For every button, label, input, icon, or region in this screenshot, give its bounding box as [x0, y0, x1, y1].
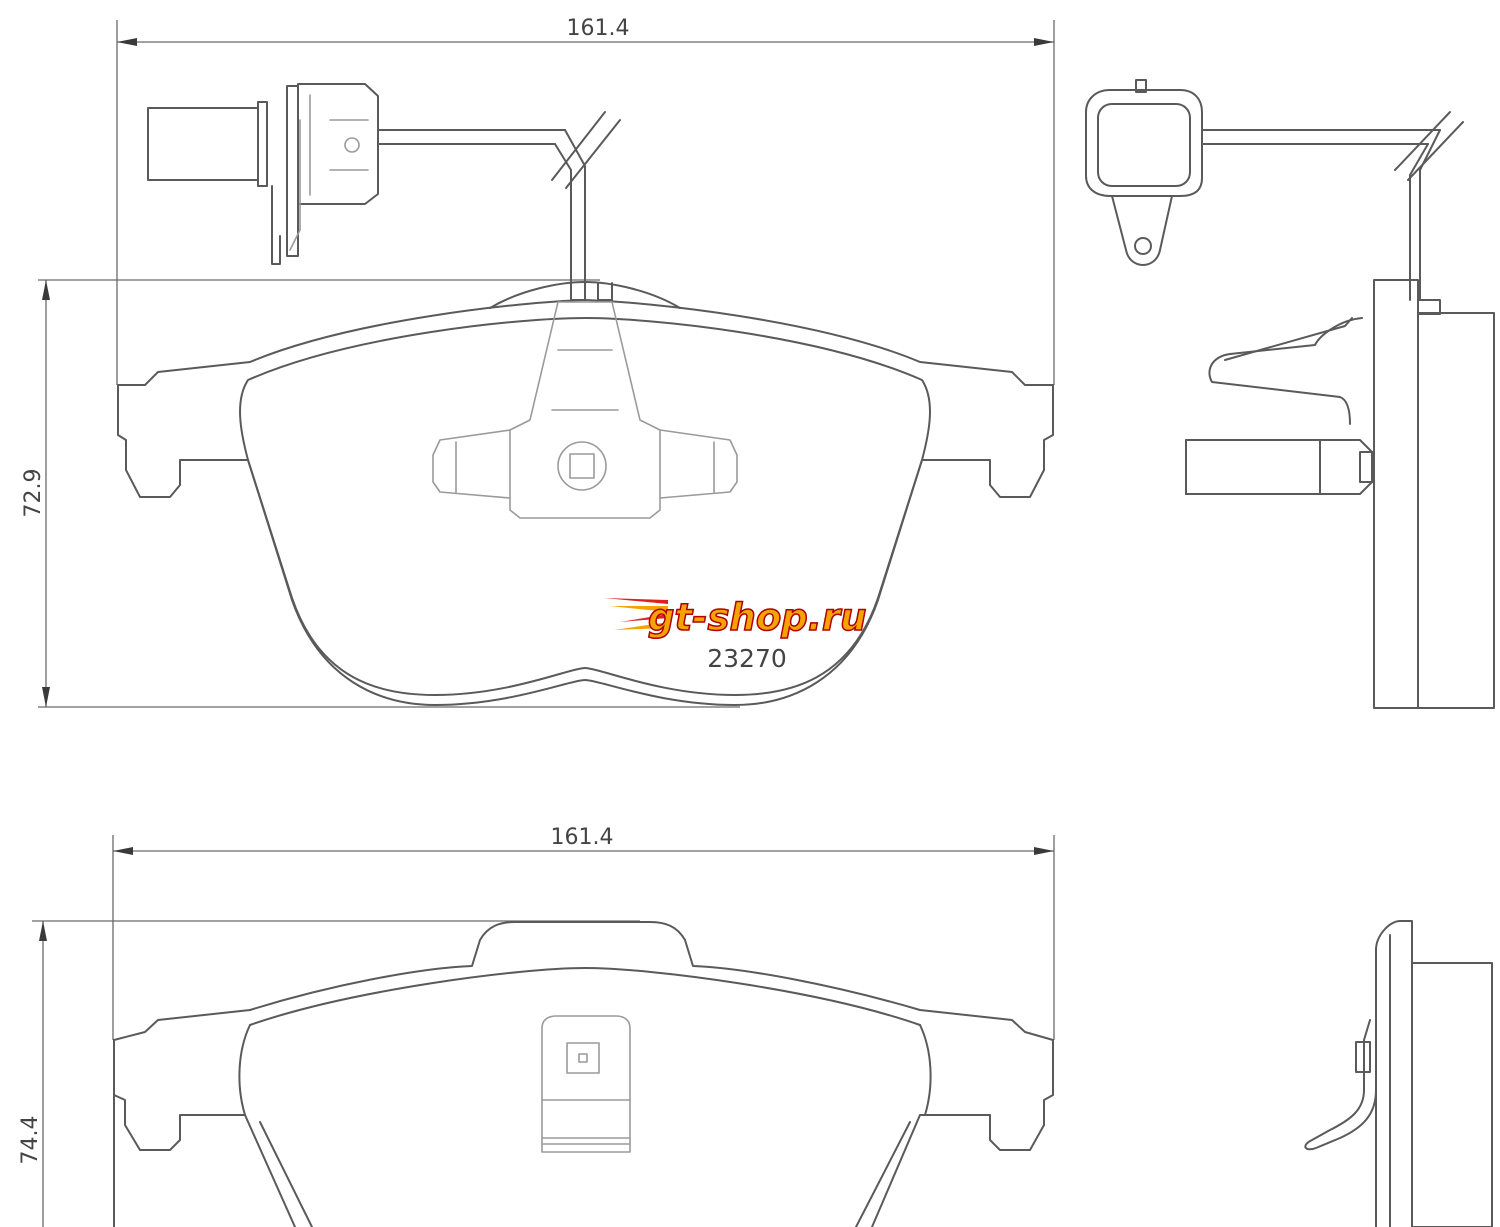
top-width-label: 161.4: [567, 16, 630, 41]
bottom-height-label: 74.4: [18, 1116, 43, 1165]
top-height-label: 72.9: [21, 469, 46, 518]
brake-pad-side-view-bottom: [1304, 920, 1493, 1227]
bottom-height-dimension: 74.4: [18, 920, 640, 1227]
wear-sensor-connector-front: [147, 83, 621, 301]
brake-pad-side-view-top: [1185, 279, 1495, 709]
brake-pad-front-view-bottom: [113, 921, 1054, 1227]
top-width-dimension: 161.4: [116, 16, 1055, 385]
gt-shop-logo-watermark: gt-shop.ru: [604, 595, 867, 640]
brake-pad-front-view-top: [117, 281, 1054, 706]
part-number: 23270: [707, 644, 787, 673]
top-height-dimension: 72.9: [21, 279, 740, 708]
bottom-width-label: 161.4: [551, 825, 614, 850]
bottom-width-dimension: 161.4: [112, 825, 1055, 1040]
wear-sensor-connector-side: [1085, 79, 1464, 301]
watermark-text: gt-shop.ru: [648, 596, 866, 639]
